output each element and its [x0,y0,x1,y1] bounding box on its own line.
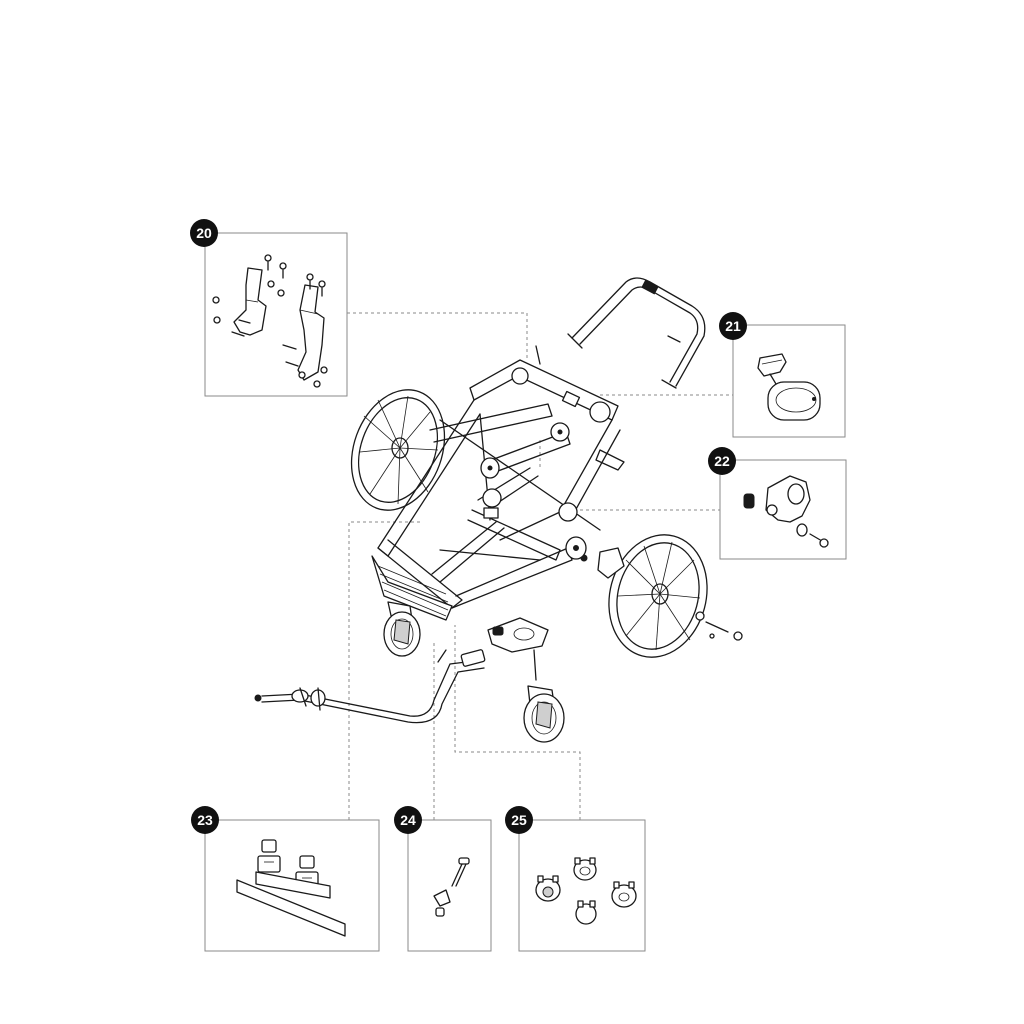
leader-lines [347,312,733,820]
clip-icon [757,353,787,377]
callout-badge-23: 23 [191,806,219,834]
cap-icon [767,381,821,421]
tow-arm [254,649,486,724]
callout-badge-24: 24 [394,806,422,834]
handlebar [567,277,706,389]
callout-label: 23 [197,812,213,828]
callout-badge-25: 25 [505,806,533,834]
cap-icon [535,875,561,902]
frame [377,345,625,609]
part-box-20 [204,232,348,397]
hub-icon [580,547,743,641]
callout-badge-21: 21 [719,312,747,340]
bracket-icon [233,267,267,336]
callout-badge-20: 20 [190,219,218,247]
wheel-icon [383,601,421,657]
part-box-24 [407,819,492,952]
part-box-23 [204,819,380,952]
callout-label: 24 [400,812,416,828]
wheel-icon [608,534,708,658]
part-box-21 [732,324,846,438]
stroller-frame-drawing [254,277,743,743]
callout-label: 25 [511,812,527,828]
part-box-22 [719,459,847,560]
footrest [371,555,453,621]
wheel-icon [523,649,565,743]
callout-label: 20 [196,225,212,241]
bracket-icon [297,284,325,381]
callout-label: 21 [725,318,741,334]
callout-badge-22: 22 [708,447,736,475]
fork-connector [487,617,549,653]
part-box-25 [518,819,646,952]
pin-icon [458,857,470,865]
callout-label: 22 [714,453,730,469]
plate-icon [261,839,277,853]
